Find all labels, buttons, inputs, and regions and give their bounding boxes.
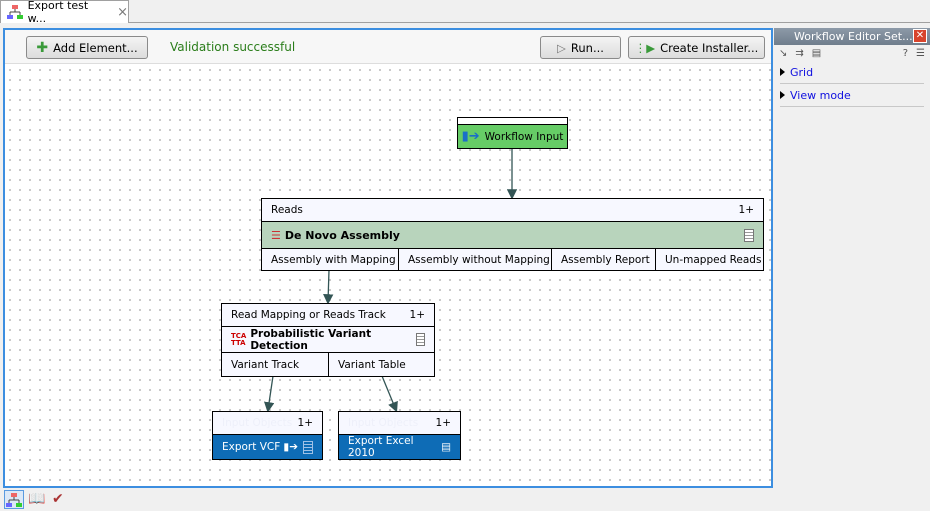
export-arrow-icon: ▮➔ [283, 441, 298, 453]
expand-triangle-icon [780, 68, 785, 76]
connection-variant-excel [381, 375, 398, 413]
panel-title: Workflow Editor Set... [794, 30, 913, 43]
workflow-canvas[interactable] [5, 65, 771, 486]
expand-triangle-icon [780, 91, 785, 99]
panel-toolbar: ↘ ⇉ ▤ ? ☰ [774, 45, 930, 61]
run-button[interactable]: ▷ Run... [540, 36, 621, 59]
workflow-input-node[interactable]: ▮➔ Workflow Input [457, 117, 568, 149]
multiplicity: 1+ [738, 204, 754, 216]
output-port[interactable]: Assembly Report [552, 249, 656, 270]
menu-icon[interactable]: ☰ [916, 47, 925, 59]
multiplicity: 1+ [297, 417, 313, 429]
tab-title: Export test w... [27, 0, 89, 25]
plus-icon: ✚ [36, 39, 49, 56]
validation-view-icon[interactable]: ✔ [52, 491, 64, 507]
connection-assembly-variant [323, 269, 334, 305]
add-element-button[interactable]: ✚ Add Element... [26, 36, 148, 59]
output-port[interactable]: Variant Track [222, 353, 329, 376]
input-port[interactable]: Read Mapping or Reads Track [231, 309, 386, 321]
export-vcf-node[interactable]: Input Objects 1+ Export VCF ▮➔ [212, 411, 323, 460]
output-port[interactable]: Variant Table [338, 358, 406, 371]
export-excel-node[interactable]: Input Objects 1+ Export Excel 2010 ▤ [338, 411, 461, 460]
panel-header: Workflow Editor Set... ✕ [774, 28, 930, 45]
node-title: Export Excel 2010 [348, 435, 414, 459]
grid-section[interactable]: Grid [780, 61, 924, 84]
create-installer-label: Create Installer... [660, 40, 759, 55]
workflow-view-button[interactable] [4, 490, 24, 509]
run-label: Run... [570, 40, 604, 55]
output-port[interactable]: Assembly without Mapping [399, 249, 552, 270]
history-view-icon[interactable]: 📖 [28, 491, 46, 507]
collapse-icon[interactable]: ↘ [779, 47, 788, 59]
output-port[interactable]: Assembly with Mapping [262, 249, 399, 270]
workflow-editor-settings-panel: Workflow Editor Set... ✕ ↘ ⇉ ▤ ? ☰ Grid … [774, 28, 930, 488]
input-port[interactable]: Input Objects [348, 417, 419, 429]
close-tab-icon[interactable]: × [117, 4, 128, 20]
node-title: De Novo Assembly [284, 228, 400, 242]
view-mode-label: View mode [790, 88, 851, 102]
input-port[interactable]: Reads [271, 204, 303, 216]
input-port[interactable]: Input Objects [222, 417, 293, 429]
tab-divider [129, 22, 930, 23]
de-novo-assembly-node[interactable]: Reads 1+ ☰De Novo Assembly Assembly with … [261, 198, 764, 271]
export-icon: ▤ [441, 441, 451, 453]
workflow-input-label: Workflow Input [484, 130, 564, 143]
node-title: Export VCF [222, 441, 281, 453]
tca-icon: TCA TTA [231, 331, 247, 347]
node-title: Probabilistic Variant Detection [250, 327, 372, 352]
expand-icon[interactable]: ⇉ [795, 47, 804, 59]
editor-tab[interactable]: Export test w... × [0, 0, 129, 25]
close-icon[interactable]: ✕ [913, 29, 927, 43]
add-element-label: Add Element... [53, 40, 138, 55]
assembly-icon: ☰ [271, 228, 281, 242]
multiplicity: 1+ [435, 417, 451, 429]
document-icon [303, 440, 313, 454]
installer-icon: ⋮▶ [634, 40, 656, 55]
help-icon[interactable]: ? [902, 47, 909, 59]
document-icon [415, 333, 425, 346]
save-settings-icon[interactable]: ▤ [811, 47, 822, 59]
play-icon: ▷ [557, 40, 566, 55]
view-mode-section[interactable]: View mode [780, 84, 924, 107]
workflow-icon [6, 492, 22, 507]
document-icon [744, 228, 754, 242]
workflow-icon [7, 5, 23, 19]
connection-variant-vcf [263, 375, 275, 413]
validation-status: Validation successful [170, 40, 296, 54]
create-installer-button[interactable]: ⋮▶ Create Installer... [628, 36, 765, 59]
grid-label: Grid [790, 65, 814, 79]
multiplicity: 1+ [409, 309, 425, 321]
output-port[interactable]: Un-mapped Reads [665, 253, 762, 266]
input-arrow-icon: ▮➔ [461, 129, 480, 144]
